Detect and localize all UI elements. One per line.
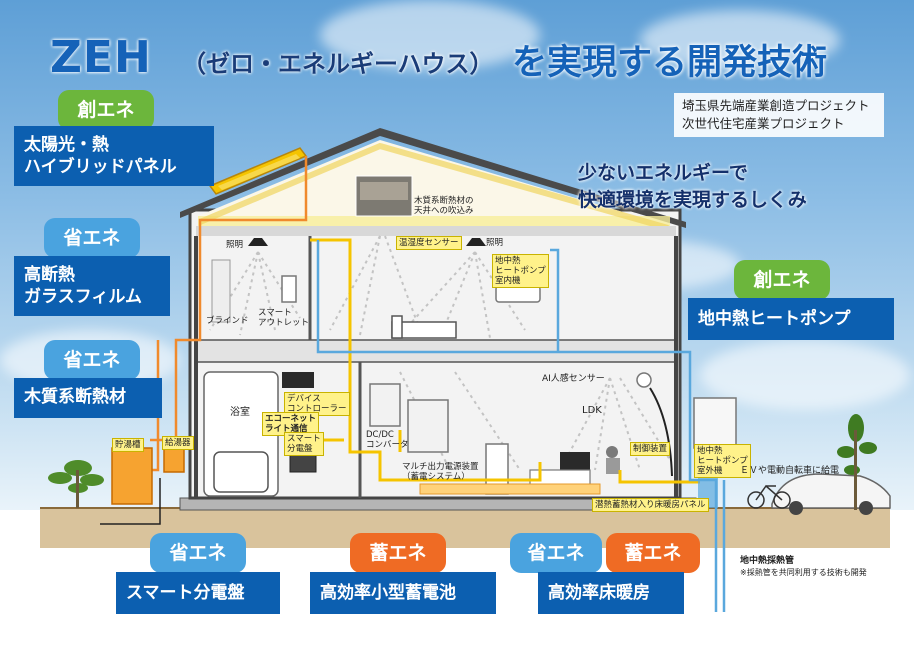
dcdc-label: DC/DC コンバータ — [366, 430, 409, 450]
label-line: 室外機 — [697, 466, 723, 476]
label-line: スマート — [258, 308, 292, 318]
label-line: 地中熱 — [697, 446, 723, 456]
title-zeh: ZEH — [50, 32, 152, 83]
label-line: コントローラー — [287, 404, 347, 414]
tech-wood-insulation: 木質系断熱材 — [14, 378, 162, 418]
thermo-sensor-label: 温湿度センサー — [396, 236, 462, 250]
geo-outdoor-label: 地中熱 ヒートポンプ 室外機 — [694, 444, 751, 478]
geo-pipe-label: 地中熱採熱管 — [740, 556, 795, 566]
label-line: ヒートポンプ — [495, 266, 546, 276]
multi-output-label: マルチ出力電源装置 （蓄電システム） — [402, 462, 479, 482]
label-line: 地中熱 — [495, 256, 521, 266]
lighting-label: 照明 — [226, 240, 244, 250]
tech-battery: 高効率小型蓄電池 — [310, 572, 496, 614]
label-line: ヒートポンプ — [697, 456, 748, 466]
label-line: スマート — [287, 434, 321, 444]
smart-panel-label: スマート 分電盤 — [284, 432, 324, 456]
smart-outlet-label: スマート アウトレット — [258, 308, 309, 328]
caption-line: 木質系断熱材の — [414, 196, 474, 206]
label-line: アウトレット — [258, 318, 310, 328]
tech-line: 太陽光・熱 — [24, 135, 109, 155]
geo-pipe-note: ※採熱管を共同利用する技術も開発 — [740, 568, 867, 577]
ai-sensor-label: AI人感センサー — [542, 374, 605, 384]
label-line: コンバータ — [366, 440, 409, 450]
caption-line: 天井への吹込み — [414, 206, 474, 216]
tech-glass-film: 高断熱 ガラスフィルム — [14, 256, 170, 316]
page-title: を実現する開発技術 — [512, 43, 828, 83]
title-subtitle-paren: （ゼロ・エネルギーハウス） — [182, 50, 494, 78]
category-create-badge: 創エネ — [734, 260, 830, 300]
lighting-label: 照明 — [486, 238, 504, 248]
tree — [837, 414, 877, 510]
hot-water-tank-label: 貯湯槽 — [112, 438, 144, 452]
tech-line: ガラスフィルム — [24, 287, 142, 307]
tech-solar-panel: 太陽光・熱 ハイブリッドパネル — [14, 126, 214, 186]
ev-label: ＥＶや電動自転車に給電 — [740, 466, 840, 476]
subtitle-line: 快適環境を実現するしくみ — [578, 189, 807, 211]
cloud — [640, 10, 840, 70]
category-create-badge: 創エネ — [58, 90, 154, 130]
bathroom-label: 浴室 — [230, 407, 250, 418]
label-line: エコーネット — [265, 414, 317, 424]
project-line: 埼玉県先端産業創造プロジェクト — [682, 98, 870, 113]
floor-panel-label: 潜熱蓄熱材入り床暖房パネル — [592, 498, 709, 512]
project-line: 次世代住宅産業プロジェクト — [682, 116, 845, 131]
water-heater-label: 給湯器 — [162, 436, 194, 450]
heatpump-indoor-label: 地中熱 ヒートポンプ 室内機 — [492, 254, 549, 288]
category-save-badge: 省エネ — [510, 533, 602, 573]
label-line: マルチ出力電源装置 — [402, 462, 479, 472]
blind-label: ブラインド — [206, 316, 249, 326]
ev-car — [771, 473, 891, 509]
lamp-icon — [466, 238, 486, 246]
label-line: デバイス — [287, 394, 321, 404]
category-save-badge: 省エネ — [44, 340, 140, 380]
tech-floor-heating: 高効率床暖房 — [538, 572, 684, 614]
tech-line: 高断熱 — [24, 265, 75, 285]
tech-smart-panel: スマート分電盤 — [116, 572, 280, 614]
subtitle: 少ないエネルギーで 快適環境を実現するしくみ — [578, 160, 807, 214]
subtitle-line: 少ないエネルギーで — [578, 162, 748, 184]
tech-line: ハイブリッドパネル — [24, 157, 177, 177]
lamp-icon — [248, 238, 268, 246]
control-unit-label: 制御装置 — [630, 442, 671, 456]
label-line: DC/DC — [366, 430, 394, 440]
tech-geothermal: 地中熱ヒートポンプ — [688, 298, 894, 340]
category-store-badge: 蓄エネ — [606, 533, 700, 573]
project-box: 埼玉県先端産業創造プロジェクト 次世代住宅産業プロジェクト — [674, 93, 884, 137]
label-line: 分電盤 — [287, 444, 313, 454]
category-save-badge: 省エネ — [44, 218, 140, 258]
label-line: （蓄電システム） — [402, 472, 470, 482]
cloud — [320, 0, 540, 70]
tree — [48, 460, 104, 508]
ldk-label: LDK — [582, 405, 602, 416]
ceiling-photo-caption: 木質系断熱材の 天井への吹込み — [414, 196, 474, 216]
label-line: ライト通信 — [265, 424, 308, 434]
category-save-badge: 省エネ — [150, 533, 246, 573]
label-line: 室内機 — [495, 276, 521, 286]
category-store-badge: 蓄エネ — [350, 533, 446, 573]
